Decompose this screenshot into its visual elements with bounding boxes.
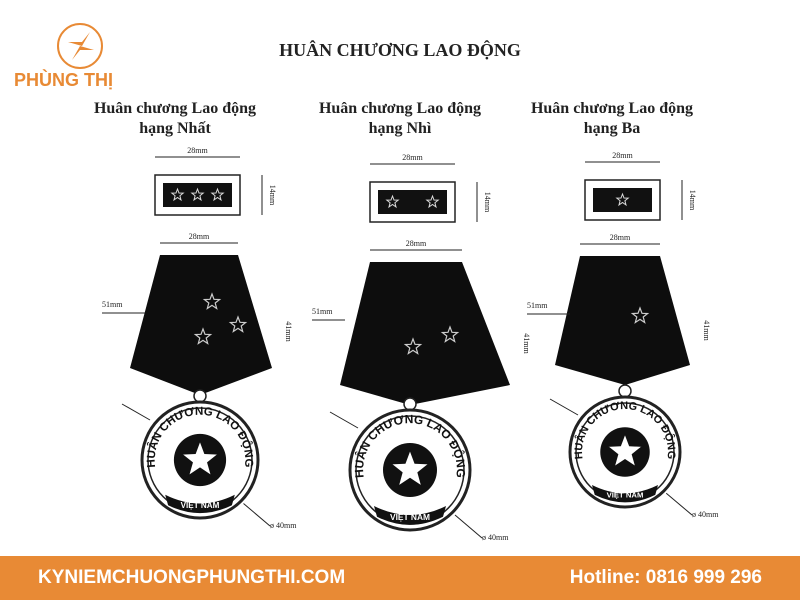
medal-banner-text: VIỆT NAM: [390, 511, 430, 522]
medal-banner: [165, 494, 235, 514]
pointer-arrow: [243, 503, 271, 527]
bar-star-icon: [210, 187, 225, 202]
bar-height-label: 14mm: [483, 192, 492, 213]
medal-star-icon: [180, 439, 220, 477]
pointer-arrow: [454, 514, 483, 539]
ribbon-side-label: 51mm: [102, 300, 123, 309]
ribbon-star-icon: [630, 306, 650, 324]
diameter-label: ø 40mm: [482, 533, 509, 542]
ribbon-star-icon: [403, 337, 423, 355]
column-subtitle: hạng Nhất: [139, 120, 211, 137]
pointer-arrow: [549, 398, 579, 416]
ribbon-star-icon: [228, 315, 248, 333]
medal-star-icon: [606, 432, 644, 468]
website-link[interactable]: KYNIEMCHUONGPHUNGTHI.COM: [38, 567, 346, 588]
column-subtitle: hạng Ba: [584, 120, 640, 137]
ribbon: [340, 262, 510, 405]
ribbon-side-label: 51mm: [527, 301, 548, 310]
ribbon-star-icon: [202, 292, 222, 310]
page-title: HUÂN CHƯƠNG LAO ĐỘNG: [279, 40, 521, 60]
brand-logo-icon: [57, 23, 103, 69]
medal-column-2: Huân chương Lao động hạng Nhì 28mm 14mm 28mm…: [312, 100, 531, 542]
ribbon-width-label: 28mm: [610, 233, 631, 242]
medal-loop: [403, 397, 417, 411]
brand-name: PHÙNG THỊ: [14, 70, 113, 90]
bar-star-icon: [615, 192, 630, 207]
ribbon-height-label: 41mm: [522, 333, 531, 354]
pointer-arrow: [121, 403, 151, 421]
bar-width-label: 28mm: [612, 151, 633, 160]
medal-banner-text: VIỆT NAM: [607, 491, 644, 500]
ribbon-width-label: 28mm: [189, 232, 210, 241]
ribbon-height-label: 41mm: [284, 321, 293, 342]
bar-star-icon: [170, 187, 185, 202]
medal-column-1: Huân chương Lao động hạng Nhất 28mm 14mm 28m…: [94, 100, 297, 530]
ribbon: [130, 255, 272, 395]
hotline-text: Hotline: 0816 999 296: [569, 567, 762, 588]
medal-banner-text: VIỆT NAM: [181, 501, 220, 510]
column-subtitle: hạng Nhì: [369, 120, 432, 137]
bar-height-label: 14mm: [688, 190, 697, 211]
bar-star-icon: [385, 194, 400, 209]
bar-width-label: 28mm: [402, 153, 423, 162]
medal-banner: [374, 506, 446, 525]
medal-loop: [193, 389, 207, 403]
ribbon-width-label: 28mm: [406, 239, 427, 248]
medal-banner: [592, 485, 658, 503]
ribbon-star-icon: [440, 325, 460, 343]
column-title: Huân chương Lao động: [319, 100, 481, 117]
ribbon-bar: [593, 188, 652, 212]
column-title: Huân chương Lao động: [94, 100, 256, 117]
diameter-label: ø 40mm: [692, 510, 719, 519]
ribbon-star-icon: [193, 327, 213, 345]
footer-bar: KYNIEMCHUONGPHUNGTHI.COM Hotline: 0816 9…: [0, 556, 800, 600]
ribbon: [555, 256, 690, 385]
bar-star-icon: [425, 194, 440, 209]
ribbon-height-label: 41mm: [702, 320, 711, 341]
bar-height-label: 14mm: [268, 185, 277, 206]
medal-diagram: Huân chương Lao động hạng Nhất 28mm 14mm 28m…: [94, 100, 719, 542]
diameter-label: ø 40mm: [270, 521, 297, 530]
ribbon-side-label: 51mm: [312, 307, 333, 316]
pointer-arrow: [329, 411, 359, 429]
column-title: Huân chương Lao động: [531, 100, 693, 117]
bar-star-icon: [190, 187, 205, 202]
pointer-arrow: [665, 492, 693, 516]
bar-width-label: 28mm: [187, 146, 208, 155]
medal-loop: [618, 384, 632, 398]
medal-column-3: Huân chương Lao động hạng Ba 28mm 14mm 28mm 5…: [527, 100, 719, 519]
medal-star-icon: [389, 448, 431, 488]
